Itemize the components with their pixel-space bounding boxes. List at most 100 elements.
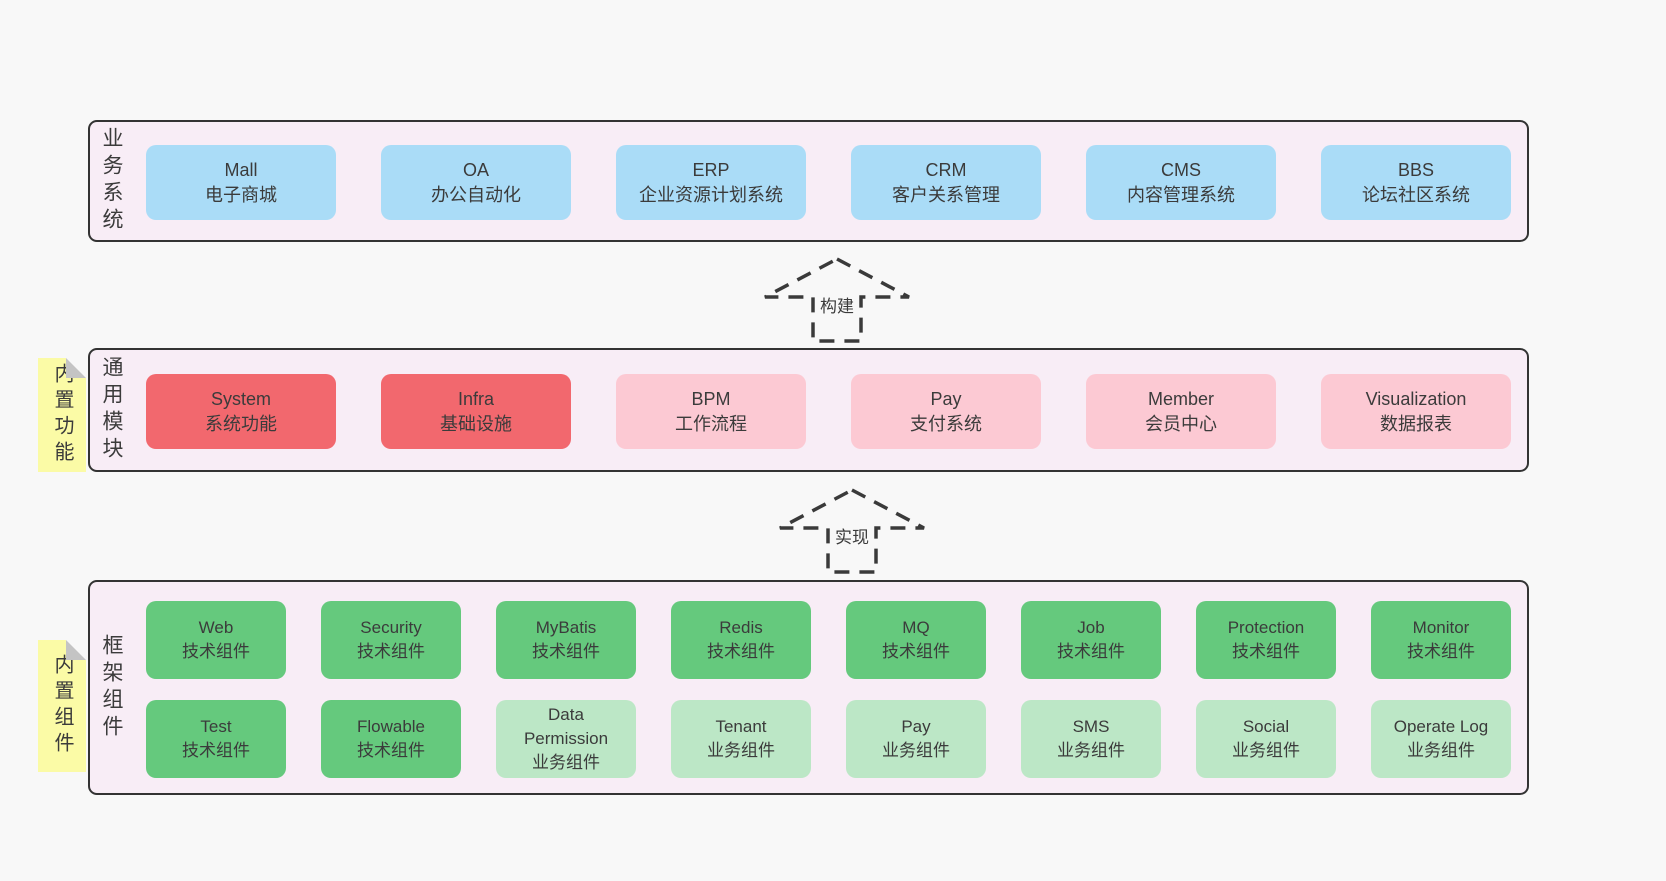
box-member: Member 会员中心 bbox=[1086, 374, 1276, 449]
box-subtitle: 技术组件 bbox=[357, 741, 425, 760]
box-subtitle: 技术组件 bbox=[882, 642, 950, 661]
box-subtitle: 业务组件 bbox=[1057, 741, 1125, 760]
box-subtitle: 技术组件 bbox=[182, 642, 250, 661]
box-title: Web bbox=[198, 618, 234, 637]
box-subtitle: 办公自动化 bbox=[431, 184, 521, 205]
box-title: OA bbox=[462, 159, 489, 180]
box-title: Infra bbox=[457, 388, 495, 409]
modules-box-row: System 系统功能 Infra 基础设施 BPM 工作流程 Pay 支付系统… bbox=[146, 374, 1511, 449]
box-redis: Redis 技术组件 bbox=[671, 601, 811, 679]
sticky-note-text: 内置组件 bbox=[51, 654, 73, 758]
arrow-build-label: 构建 bbox=[817, 292, 857, 317]
box-title: Operate Log bbox=[1393, 717, 1489, 736]
box-social: Social 业务组件 bbox=[1196, 700, 1336, 778]
box-title: Flowable bbox=[356, 717, 426, 736]
box-title: Member bbox=[1147, 388, 1214, 409]
box-monitor: Monitor 技术组件 bbox=[1371, 601, 1511, 679]
box-subtitle: 企业资源计划系统 bbox=[639, 184, 783, 205]
box-subtitle: 业务组件 bbox=[882, 741, 950, 760]
box-web: Web 技术组件 bbox=[146, 601, 286, 679]
layer-business-systems: 业务系统 Mall 电子商城 OA 办公自动化 ERP 企业资源计划系统 CRM… bbox=[88, 120, 1529, 242]
box-system: System 系统功能 bbox=[146, 374, 336, 449]
box-crm: CRM 客户关系管理 bbox=[851, 145, 1041, 220]
box-subtitle: 支付系统 bbox=[910, 413, 982, 434]
box-subtitle: 业务组件 bbox=[532, 753, 600, 772]
sticky-note-builtin-features: 内置功能 bbox=[38, 358, 86, 472]
box-title: Pay bbox=[930, 388, 962, 409]
box-cms: CMS 内容管理系统 bbox=[1086, 145, 1276, 220]
box-title: Redis bbox=[719, 618, 763, 637]
box-subtitle: 系统功能 bbox=[205, 413, 277, 434]
box-title: Visualization bbox=[1365, 388, 1467, 409]
box-subtitle: 数据报表 bbox=[1380, 413, 1452, 434]
box-operate-log: Operate Log 业务组件 bbox=[1371, 700, 1511, 778]
box-mq: MQ 技术组件 bbox=[846, 601, 986, 679]
box-subtitle: 技术组件 bbox=[1057, 642, 1125, 661]
box-title: ERP bbox=[692, 159, 730, 180]
box-title: Protection bbox=[1227, 618, 1305, 637]
box-subtitle: 技术组件 bbox=[182, 741, 250, 760]
box-infra: Infra 基础设施 bbox=[381, 374, 571, 449]
layer-label-business-systems: 业务系统 bbox=[100, 127, 123, 235]
dashed-up-arrow-icon bbox=[779, 488, 925, 574]
box-subtitle: 会员中心 bbox=[1145, 413, 1217, 434]
box-subtitle: 技术组件 bbox=[357, 642, 425, 661]
arrow-implement: 实现 bbox=[777, 487, 927, 575]
box-subtitle: 技术组件 bbox=[1232, 642, 1300, 661]
box-subtitle: 内容管理系统 bbox=[1127, 184, 1235, 205]
layer-label-framework-components: 框架组件 bbox=[100, 633, 123, 742]
box-subtitle: 工作流程 bbox=[675, 413, 747, 434]
box-title: Pay bbox=[901, 717, 931, 736]
business-box-row: Mall 电子商城 OA 办公自动化 ERP 企业资源计划系统 CRM 客户关系… bbox=[146, 145, 1511, 220]
box-erp: ERP 企业资源计划系统 bbox=[616, 145, 806, 220]
box-oa: OA 办公自动化 bbox=[381, 145, 571, 220]
box-tenant: Tenant 业务组件 bbox=[671, 700, 811, 778]
box-title: Tenant bbox=[715, 717, 767, 736]
layer-label-common-modules: 通用模块 bbox=[100, 356, 123, 464]
box-sms: SMS 业务组件 bbox=[1021, 700, 1161, 778]
box-flowable: Flowable 技术组件 bbox=[321, 700, 461, 778]
components-box-row-1: Web 技术组件 Security 技术组件 MyBatis 技术组件 Redi… bbox=[146, 601, 1511, 679]
dashed-up-arrow-icon bbox=[764, 257, 910, 343]
box-job: Job 技术组件 bbox=[1021, 601, 1161, 679]
box-bpm: BPM 工作流程 bbox=[616, 374, 806, 449]
box-subtitle: 电子商城 bbox=[205, 184, 277, 205]
box-title: Mall bbox=[224, 159, 258, 180]
box-security: Security 技术组件 bbox=[321, 601, 461, 679]
layer-framework-components: 框架组件 Web 技术组件 Security 技术组件 MyBatis 技术组件… bbox=[88, 580, 1529, 795]
components-box-row-2: Test 技术组件 Flowable 技术组件 Data Permission … bbox=[146, 700, 1511, 778]
box-subtitle: 技术组件 bbox=[707, 642, 775, 661]
box-title: Security bbox=[360, 618, 422, 637]
box-test: Test 技术组件 bbox=[146, 700, 286, 778]
box-mall: Mall 电子商城 bbox=[146, 145, 336, 220]
box-subtitle: 业务组件 bbox=[707, 741, 775, 760]
box-mybatis: MyBatis 技术组件 bbox=[496, 601, 636, 679]
box-pay-module: Pay 支付系统 bbox=[851, 374, 1041, 449]
box-pay-component: Pay 业务组件 bbox=[846, 700, 986, 778]
box-bbs: BBS 论坛社区系统 bbox=[1321, 145, 1511, 220]
box-data-permission: Data Permission 业务组件 bbox=[496, 700, 636, 778]
box-subtitle: 技术组件 bbox=[532, 642, 600, 661]
box-title: BBS bbox=[1397, 159, 1435, 180]
box-subtitle: 论坛社区系统 bbox=[1362, 184, 1470, 205]
sticky-note-text: 内置功能 bbox=[51, 363, 73, 467]
box-title: System bbox=[210, 388, 271, 409]
layer-common-modules: 通用模块 System 系统功能 Infra 基础设施 BPM 工作流程 Pay… bbox=[88, 348, 1529, 472]
box-title: MQ bbox=[902, 618, 930, 637]
box-title: MyBatis bbox=[535, 618, 597, 637]
box-title: Monitor bbox=[1412, 618, 1470, 637]
box-subtitle: 业务组件 bbox=[1232, 741, 1300, 760]
box-subtitle: 技术组件 bbox=[1407, 642, 1475, 661]
box-title: CMS bbox=[1161, 159, 1201, 180]
box-subtitle: 基础设施 bbox=[440, 413, 512, 434]
box-title: BPM bbox=[691, 388, 731, 409]
box-subtitle: 客户关系管理 bbox=[892, 184, 1000, 205]
box-title: Data Permission bbox=[523, 705, 609, 748]
box-subtitle: 业务组件 bbox=[1407, 741, 1475, 760]
box-title: CRM bbox=[925, 159, 967, 180]
box-title: Social bbox=[1242, 717, 1290, 736]
arrow-implement-label: 实现 bbox=[832, 523, 872, 548]
box-visualization: Visualization 数据报表 bbox=[1321, 374, 1511, 449]
box-protection: Protection 技术组件 bbox=[1196, 601, 1336, 679]
box-title: SMS bbox=[1072, 717, 1110, 736]
